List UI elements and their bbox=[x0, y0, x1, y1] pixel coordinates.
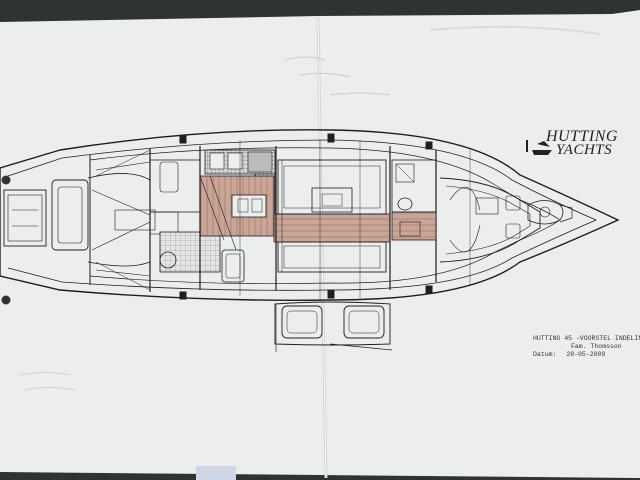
yacht-logo-icon bbox=[526, 140, 552, 155]
saloon-seating-detail bbox=[274, 301, 393, 352]
client-name: Fam. Thomsson bbox=[571, 343, 622, 350]
binder-hole bbox=[1, 175, 11, 185]
project-title: HUTTING 45 -VOORSTEL INDELING- bbox=[533, 335, 640, 342]
brand-name-line2: YACHTS bbox=[556, 142, 613, 158]
date-label: Datum: bbox=[533, 351, 557, 358]
hull-plan bbox=[0, 129, 620, 301]
title-block: HUTTING 45 -VOORSTEL INDELING- Fam. Thom… bbox=[533, 335, 640, 359]
binder-hole bbox=[1, 295, 11, 305]
date-row: Datum: 28-05-2009 bbox=[533, 351, 640, 359]
brand-name-line1: HUTTING bbox=[546, 128, 618, 145]
date-value: 28-05-2009 bbox=[566, 351, 606, 358]
